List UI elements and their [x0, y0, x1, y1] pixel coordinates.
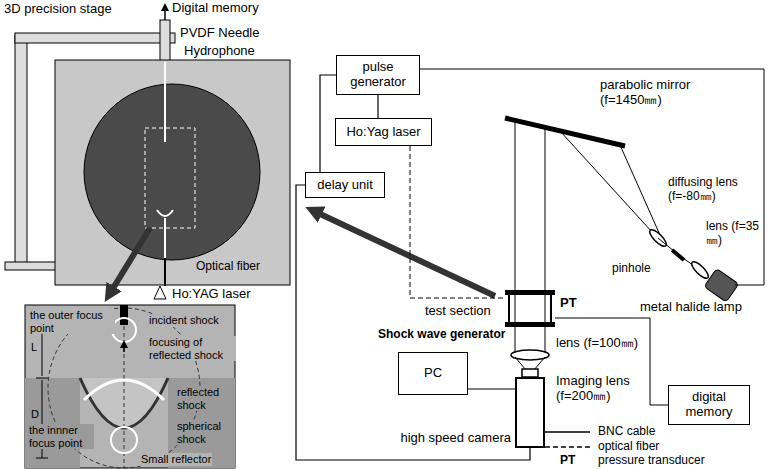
light-beam — [515, 357, 526, 370]
imaging-lens — [522, 369, 538, 377]
shock-label: focusing of reflected shock — [148, 336, 236, 361]
laser-label: Ho:YAG laser — [172, 287, 251, 302]
hydrophone-label: PVDF Needle — [180, 26, 259, 41]
optical-fiber — [164, 258, 166, 286]
test-section-rod — [550, 295, 552, 322]
tank — [55, 60, 290, 285]
device-box: PC — [398, 352, 468, 395]
detail-frame — [145, 128, 195, 228]
optical-fiber — [164, 218, 166, 258]
inset-panel — [25, 305, 235, 468]
legend-key: PT — [560, 454, 575, 468]
point-label: the innner focus point — [28, 424, 94, 449]
camera-label: high speed camera — [400, 431, 511, 446]
pinhole-label: pinhole — [612, 262, 651, 276]
pinhole — [672, 250, 684, 260]
point-label: the outer focus point — [29, 309, 115, 334]
camera-box: high speed camera — [515, 377, 545, 448]
metal-halide-lamp — [704, 269, 739, 303]
device-box: digital memory — [668, 385, 750, 425]
hydrophone-holder — [160, 20, 170, 62]
sensor-label: PT — [560, 296, 577, 311]
test-section-plate — [505, 290, 555, 295]
dimension-tick — [36, 458, 48, 459]
detail-arrow — [318, 213, 495, 296]
legend-label: pressure transducer — [598, 454, 705, 468]
reflector-label: Small reflector — [140, 453, 212, 466]
incident-shock — [112, 318, 136, 342]
box-label: digital memory — [673, 390, 745, 420]
laser-symbol — [154, 286, 166, 299]
device-box: pulse generator — [336, 55, 420, 95]
box-label: PC — [424, 366, 442, 381]
device-box: delay unit — [305, 172, 385, 198]
lamp-label: metal halide lamp — [640, 300, 742, 315]
light-beam — [560, 131, 652, 232]
legend-sample — [545, 446, 590, 448]
light-beam — [534, 357, 545, 370]
focus-arrow — [123, 342, 125, 352]
reflector-block — [25, 378, 80, 468]
section-label: test section — [425, 304, 491, 319]
bnc-cable — [468, 388, 515, 389]
axis — [124, 305, 125, 468]
light-beam — [515, 121, 516, 355]
fiber-label: Optical fiber — [196, 260, 260, 274]
lens-label: lens (f=100㎜) — [556, 336, 638, 351]
dimension-label: D — [30, 408, 40, 421]
bnc-cable — [377, 95, 378, 118]
test-section-rod — [508, 295, 510, 322]
fiber-tip — [120, 305, 128, 325]
device-box: Ho:Yag laser — [335, 118, 432, 146]
small-reflector — [157, 210, 173, 216]
bnc-cable — [420, 69, 764, 285]
light-beam — [620, 145, 664, 244]
stage-arm — [15, 33, 175, 43]
dimension-label: L — [30, 341, 38, 354]
lens-label: diffusing lens (f=-80㎜) — [668, 176, 760, 204]
optical-fiber-line — [410, 146, 505, 298]
condenser-lens — [689, 259, 710, 280]
reflected-shock-front — [84, 380, 164, 400]
parabolic-mirror — [505, 118, 625, 146]
test-chamber — [84, 84, 260, 260]
stage-post — [15, 35, 27, 265]
zoom-arrow — [112, 228, 150, 290]
hydrophone-label: Hydrophone — [184, 44, 255, 59]
bnc-cable — [320, 75, 336, 172]
bnc-cable — [296, 185, 530, 460]
light-beam — [545, 128, 546, 355]
lens-label: lens (f=35㎜) — [706, 220, 762, 248]
legend-sample — [545, 431, 590, 433]
test-section-plate — [505, 322, 555, 327]
lens-label: Imaging lens (f=200㎜) — [556, 374, 650, 404]
shock-label: reflected shock — [176, 386, 234, 411]
bnc-cable — [555, 318, 668, 405]
legend-label: BNC cable — [598, 425, 655, 439]
box-label: Ho:Yag laser — [346, 125, 420, 140]
memory-arrow — [164, 5, 166, 20]
shock-label: incident shock — [148, 314, 220, 327]
stage-label: 3D precision stage — [4, 2, 112, 17]
needle-hydrophone — [164, 62, 166, 142]
dimension-tick — [36, 378, 48, 379]
box-label: pulse generator — [341, 60, 415, 90]
spherical-shock — [111, 427, 137, 453]
mirror-label: parabolic mirror (f=1450㎜) — [600, 78, 712, 108]
generator-label: Shock wave generator — [378, 328, 505, 342]
box-label: delay unit — [317, 178, 373, 193]
memory-label: Digital memory — [172, 1, 259, 16]
legend-label: optical fiber — [598, 440, 659, 454]
shock-label: spherical shock — [176, 420, 234, 445]
